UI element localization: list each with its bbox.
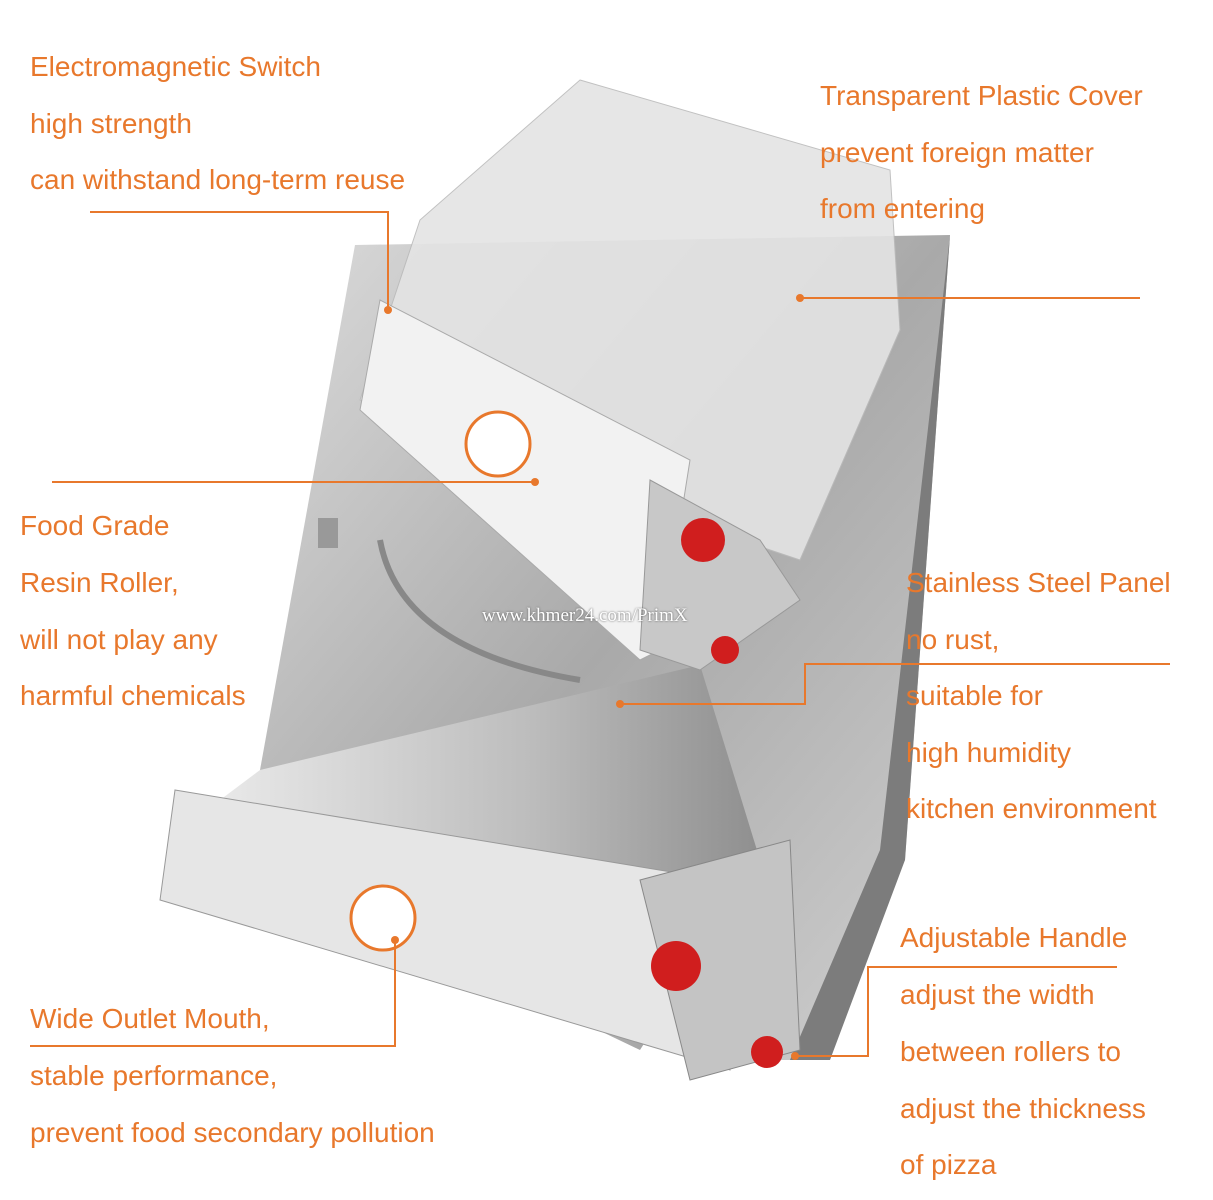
callout-handle-title: Adjustable Handle <box>900 922 1128 953</box>
callout-roller-line: Resin Roller, <box>20 567 179 598</box>
top-roller-end <box>639 479 801 671</box>
bottom-roller-housing <box>159 789 731 1071</box>
watermark: www.khmer24.com/PrimX <box>482 605 688 626</box>
red-cap-top <box>681 518 725 562</box>
red-knob-bottom <box>751 1036 783 1068</box>
callout-switch-title: Electromagnetic Switch <box>30 51 322 82</box>
callout-panel-line: no rust, <box>906 624 1000 655</box>
callout-outlet-line: stable performance, <box>30 1060 278 1091</box>
callout-outlet-line: prevent food secondary pollution <box>30 1117 435 1148</box>
callout-roller-line: harmful chemicals <box>20 680 246 711</box>
bottom-roller-end <box>639 839 801 1081</box>
red-cap-bottom <box>651 941 701 991</box>
callout-switch-line: can withstand long-term reuse <box>30 164 406 195</box>
callout-handle-line: of pizza <box>900 1149 997 1180</box>
callout-panel-line: kitchen environment <box>906 793 1157 824</box>
red-knob-top <box>711 636 739 664</box>
callout-handle-line: between rollers to <box>900 1036 1122 1067</box>
switch-bracket <box>318 518 338 548</box>
callout-panel-title: Stainless Steel Panel <box>906 567 1171 598</box>
scraper-wire <box>377 539 581 683</box>
logo-badge-top <box>464 410 532 478</box>
callout-cover-title: Transparent Plastic Cover <box>820 80 1143 111</box>
callout-outlet-title: Wide Outlet Mouth, <box>30 1003 270 1034</box>
callout-handle-line: adjust the width <box>900 979 1095 1010</box>
logo-badge-bottom <box>349 884 417 952</box>
side-panel <box>790 235 950 1060</box>
callout-switch-line: high strength <box>30 108 192 139</box>
callout-roller-title: Food Grade <box>20 510 170 541</box>
top-roller <box>359 299 691 661</box>
callout-cover-line: from entering <box>820 193 985 224</box>
callout-cover-line: prevent foreign matter <box>820 137 1094 168</box>
leader-lines <box>30 211 1170 1057</box>
callout-panel-line: high humidity <box>906 737 1071 768</box>
callout-roller-line: will not play any <box>20 624 218 655</box>
callout-handle-line: adjust the thickness <box>900 1093 1146 1124</box>
leader-dots <box>384 294 804 1060</box>
callout-panel-line: suitable for <box>906 680 1043 711</box>
